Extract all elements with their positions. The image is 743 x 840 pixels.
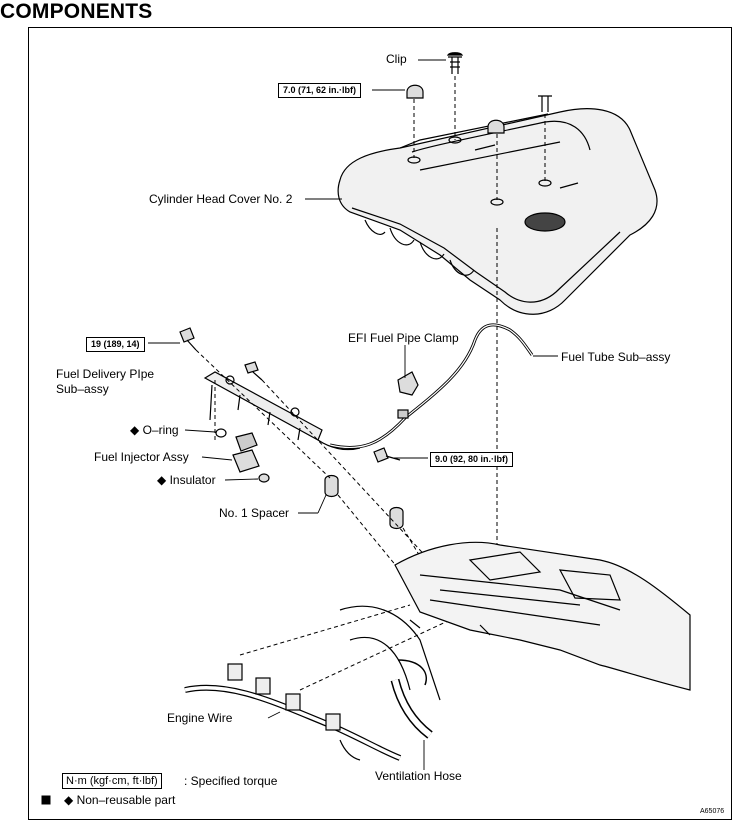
engine-wire-label: Engine Wire	[167, 711, 233, 725]
fuel-delivery-pipe-shape	[203, 371, 361, 451]
cylinder-head-cover-label: Cylinder Head Cover No. 2	[149, 192, 293, 206]
fuel-delivery-label-line1: Fuel Delivery PIpe	[56, 367, 155, 381]
torque-cover-label: 7.0 (71, 62 in.·lbf)	[278, 83, 362, 98]
fuel-tube-shape	[329, 323, 534, 449]
fuel-delivery-label-line2: Sub–assy	[56, 382, 109, 396]
clip-label: Clip	[386, 52, 407, 66]
torque-delivery-label: 19 (189, 14)	[86, 337, 145, 352]
nonreusable-mark-icon	[41, 795, 51, 805]
torque-unit-legend: N·m (kgf·cm, ft·lbf)	[62, 773, 162, 789]
fuel-tube-label: Fuel Tube Sub–assy	[561, 350, 671, 364]
engine-head-shape	[339, 541, 691, 701]
efi-clamp-label: EFI Fuel Pipe Clamp	[348, 331, 459, 345]
ventilation-hose-shape	[390, 659, 433, 739]
torque-unit-description: : Specified torque	[184, 774, 278, 788]
page-title: COMPONENTS	[0, 0, 153, 23]
figure-code: A65076	[700, 808, 725, 815]
nonreusable-legend: ◆ Non–reusable part	[64, 793, 176, 807]
ventilation-hose-label: Ventilation Hose	[375, 769, 462, 783]
o-ring-label: ◆ O–ring	[130, 423, 179, 437]
torque-bolt-label: 9.0 (92, 80 in.·lbf)	[430, 452, 514, 467]
clip-shape	[446, 52, 464, 74]
insulator-label: ◆ Insulator	[157, 473, 216, 487]
engine-wire-shape	[184, 663, 402, 761]
spacer-label: No. 1 Spacer	[219, 506, 290, 520]
cylinder-head-cover-shape	[337, 108, 658, 315]
diagram-frame	[28, 27, 732, 820]
fuel-injector-label: Fuel Injector Assy	[94, 450, 189, 464]
